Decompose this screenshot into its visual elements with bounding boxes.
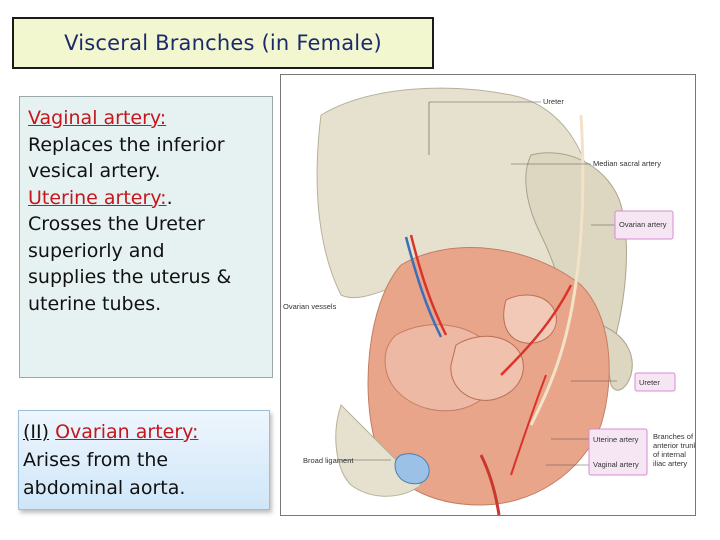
text-line: vesical artery. [28, 160, 161, 182]
text-line: Replaces the inferior [28, 133, 225, 156]
label-ovarian-artery: Ovarian artery [619, 220, 667, 229]
pelvis-svg: Ureter Median sacral artery Ovarian arte… [283, 87, 695, 515]
leader-lines [341, 101, 647, 470]
ovarian-vein-vessel [404, 236, 443, 338]
uterine-vaginal-text-box: Vaginal artery: Replaces the inferior ve… [19, 96, 273, 378]
label-ureter-top: Ureter [543, 97, 564, 106]
label-median-sacral: Median sacral artery [593, 159, 661, 168]
title-box: Visceral Branches (in Female) [12, 17, 434, 69]
ovarian-artery-callout [614, 210, 674, 240]
cut-vessel [394, 453, 430, 485]
ovarian-prefix: (II) [23, 421, 50, 443]
vaginal-artery-heading: Vaginal artery: [28, 107, 167, 129]
uterus [450, 335, 524, 401]
text-line: Crosses the Ureter [28, 213, 205, 235]
vaginal-artery-vessel [510, 374, 547, 476]
ureter-vessel [529, 114, 585, 426]
label-vaginal-artery: Vaginal artery [593, 460, 639, 469]
text-line: supplies the uterus & [28, 266, 232, 288]
ovarian-artery-vessel [409, 234, 448, 336]
uterine-artery-heading: Uterine artery: [28, 186, 167, 209]
ureter-callout [634, 372, 676, 392]
lower-vessel [479, 454, 501, 515]
rectum [503, 294, 557, 344]
label-ureter-bottom: Ureter [639, 378, 660, 387]
label-ovarian-vessels: Ovarian vessels [283, 302, 337, 311]
ovarian-text-box: (II) Ovarian artery: Arises from the abd… [18, 410, 270, 510]
label-branches-2: anterior trunk [653, 441, 695, 450]
uterine-artery-vessel [500, 284, 573, 376]
coccyx [600, 324, 633, 391]
text-line: uterine tubes. [28, 292, 162, 315]
pelvis-illustration: Ureter Median sacral artery Ovarian arte… [280, 74, 696, 516]
uterine-vaginal-callout [588, 428, 648, 476]
text-line: superiorly and [28, 239, 165, 262]
label-branches-1: Branches of [653, 432, 694, 441]
page-title: Visceral Branches (in Female) [64, 31, 382, 55]
uterine-suffix: . [166, 186, 173, 209]
label-branches-4: iliac artery [653, 459, 687, 468]
label-branches-3: of internal [653, 450, 686, 459]
text-line: Arises from the [23, 449, 169, 471]
ovarian-artery-heading: Ovarian artery: [55, 421, 199, 443]
label-uterine-artery: Uterine artery [593, 435, 639, 444]
label-broad-ligament: Broad ligament [303, 456, 354, 465]
text-line: abdominal aorta. [23, 477, 186, 499]
